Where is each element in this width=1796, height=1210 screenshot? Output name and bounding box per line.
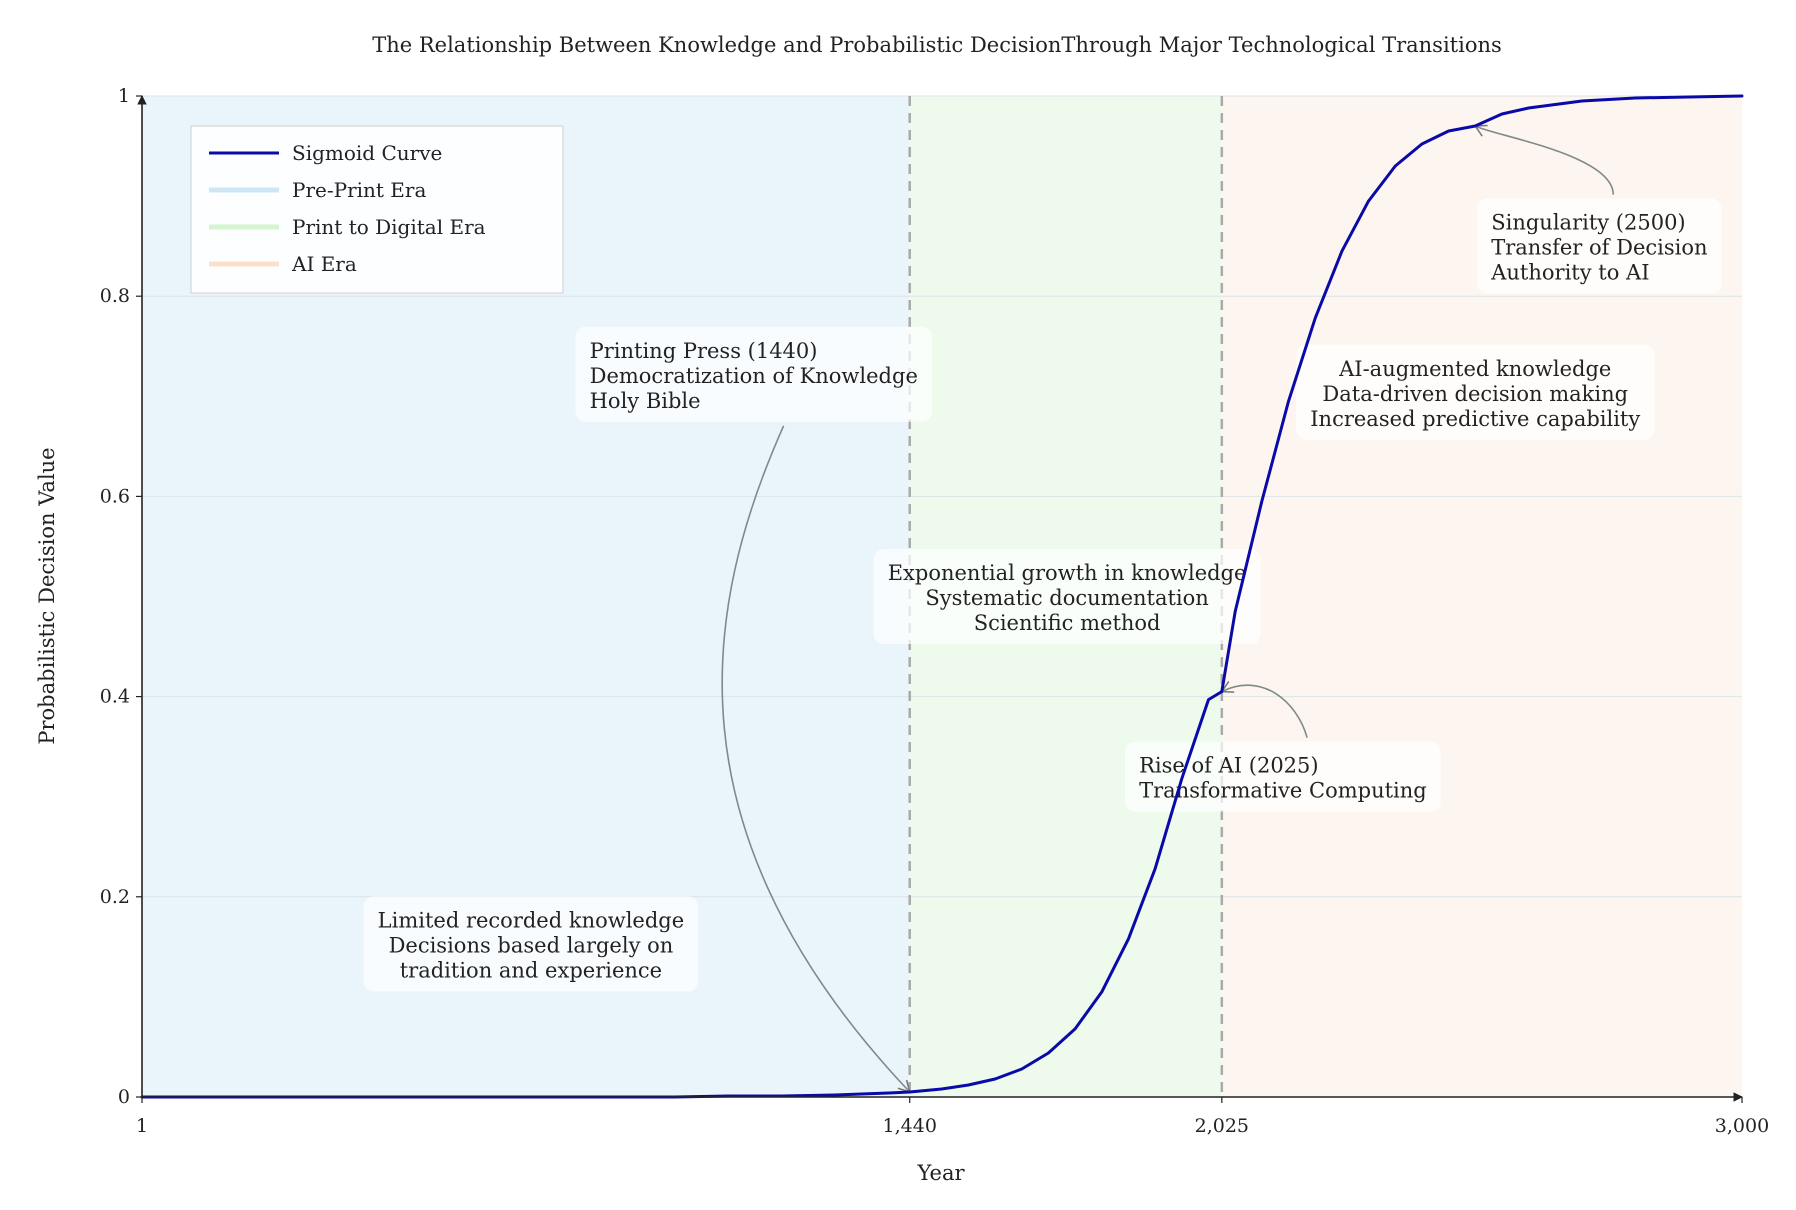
legend-label-4: AI Era	[291, 252, 357, 276]
annotation-line-3-1: Exponential growth in knowledge	[888, 561, 1247, 585]
chart-title: The Relationship Between Knowledge and P…	[372, 33, 1502, 57]
series-line-1	[140, 94, 1744, 1099]
annotation-arrows	[721, 124, 1615, 1094]
annotation-box-5	[1296, 344, 1655, 440]
x-tick-label-3: 3,000	[1715, 1115, 1769, 1137]
annotation-line-4-1: Rise of AI (2025)	[1139, 754, 1318, 778]
x-axis-title: Year	[916, 1161, 965, 1185]
y-tick-label-5: 1	[118, 85, 130, 107]
annotation-box-2	[575, 326, 932, 422]
y-tick-label-4: 0.8	[100, 285, 130, 307]
y-tick-label-0: 0	[118, 1086, 130, 1108]
annotation-line-2-3: Holy Bible	[590, 389, 701, 413]
annotation-text-4: Rise of AI (2025)Transformative Computin…	[1139, 754, 1427, 803]
legend-label-3: Print to Digital Era	[292, 215, 486, 239]
annotation-arrow-4	[1220, 680, 1308, 738]
data-series	[140, 94, 1744, 1099]
y-tick-label-3: 0.6	[100, 485, 130, 507]
annotation-line-3-2: Systematic documentation	[925, 586, 1208, 610]
annotation-line-1-2: Decisions based largely on	[389, 933, 674, 957]
annotation-line-4-2: Transformative Computing	[1139, 779, 1427, 803]
annotation-arrow-2	[721, 425, 911, 1094]
annotation-line-5-1: AI-augmented knowledge	[1338, 357, 1611, 381]
y-axis-title: Probabilistic Decision Value	[35, 447, 59, 744]
x-tick-label-2: 2,025	[1195, 1115, 1249, 1137]
annotation-arrow-6	[1473, 124, 1615, 195]
annotation-box-4	[1125, 741, 1441, 812]
annotation-line-6-1: Singularity (2500)	[1491, 211, 1685, 235]
annotation-box-3	[873, 549, 1261, 644]
x-tick-label-0: 1	[136, 1115, 148, 1137]
annotation-line-2-1: Printing Press (1440)	[590, 339, 818, 363]
annotation-line-1-1: Limited recorded knowledge	[378, 908, 685, 932]
x-tick-label-1: 1,440	[883, 1115, 937, 1137]
annotation-line-3-3: Scientific method	[974, 611, 1161, 635]
annotation-line-2-2: Democratization of Knowledge	[590, 364, 918, 388]
y-tick-label-2: 0.4	[100, 686, 130, 708]
annotation-line-1-3: tradition and experience	[400, 958, 662, 982]
annotation-line-5-2: Data-driven decision making	[1322, 382, 1628, 406]
annotation-box-1	[363, 896, 699, 992]
legend-label-2: Pre-Print Era	[292, 178, 426, 202]
annotation-line-6-2: Transfer of Decision	[1491, 236, 1707, 260]
legend-label-1: Sigmoid Curve	[292, 141, 442, 165]
annotation-box-6	[1477, 198, 1722, 294]
annotation-text-2: Printing Press (1440)Democratization of …	[590, 339, 918, 413]
annotation-line-5-3: Increased predictive capability	[1310, 407, 1640, 431]
y-tick-label-1: 0.2	[100, 886, 130, 908]
annotation-line-6-3: Authority to AI	[1490, 261, 1649, 285]
axes: 1 1,440 2,025 3,000 0 0.2 0.4 0.6 0.8 1	[100, 85, 1769, 1137]
